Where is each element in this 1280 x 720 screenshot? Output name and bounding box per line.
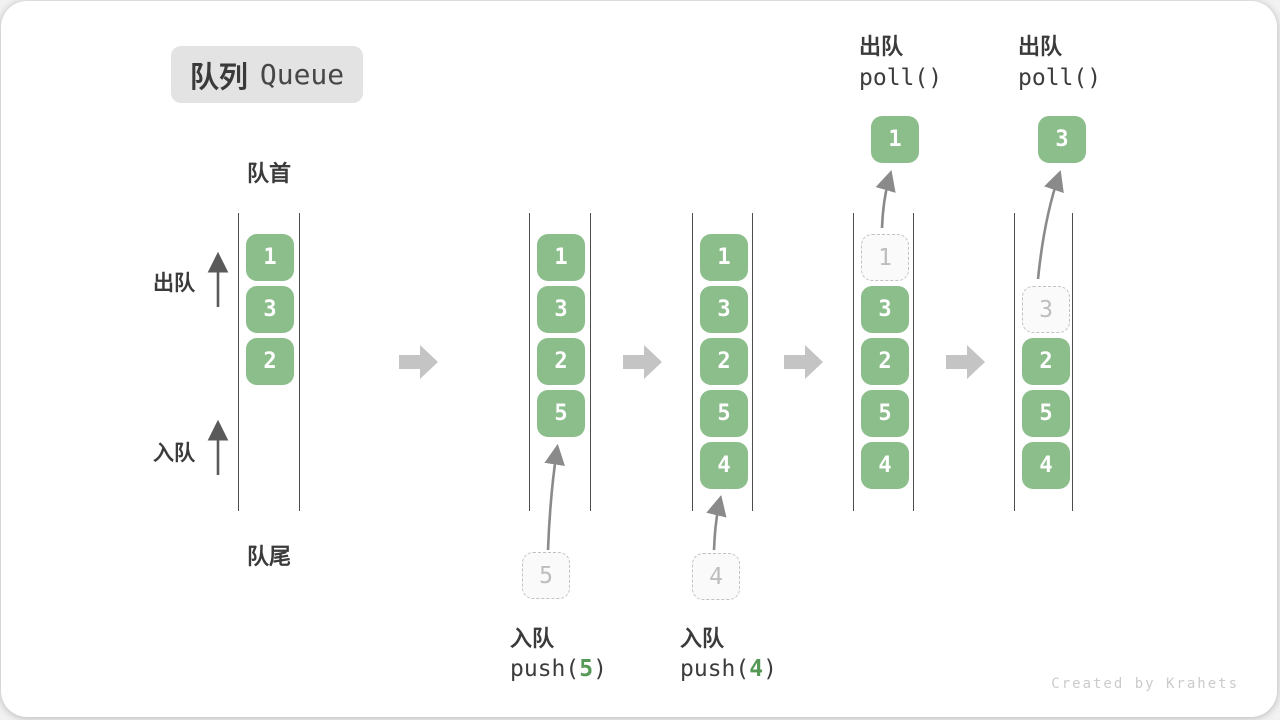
queue-item: 5 (861, 390, 909, 437)
queue-column-4: 1 3 2 5 4 (853, 213, 914, 511)
queue-item-removed: 3 (1022, 286, 1070, 333)
queue-column-5: 3 2 5 4 (1014, 213, 1073, 511)
incoming-item: 4 (692, 553, 740, 600)
queue-item-removed: 1 (861, 234, 909, 281)
enqueue-side-label: 入队 (153, 442, 195, 465)
step-arrow-icon (399, 345, 438, 379)
queue-front-label: 队首 (246, 161, 291, 186)
queue-item: 4 (1022, 442, 1070, 489)
queue-item: 4 (700, 442, 748, 489)
dequeue-op-code: poll() (859, 65, 943, 91)
code-suffix: ) (593, 656, 607, 682)
dequeue-op-code: poll() (1018, 65, 1102, 91)
step-arrow-icon (784, 345, 823, 379)
code-prefix: push( (680, 656, 750, 682)
enqueue-op-code: push(4) (680, 656, 777, 682)
code-arg: 5 (579, 656, 594, 682)
dequeue-side-label: 出队 (153, 272, 195, 295)
enqueue-op-code: push(5) (510, 656, 607, 682)
incoming-item: 5 (522, 552, 570, 599)
queue-rear-label: 队尾 (246, 544, 291, 569)
queue-item: 2 (861, 338, 909, 385)
queue-item: 3 (861, 286, 909, 333)
queue-item: 4 (861, 442, 909, 489)
queue-column-3: 1 3 2 5 4 (692, 213, 753, 511)
queue-item: 1 (700, 234, 748, 281)
queue-column-2: 1 3 2 5 (529, 213, 591, 511)
queue-item: 3 (700, 286, 748, 333)
dequeue-op-label: 出队 (859, 34, 904, 59)
code-suffix: ) (763, 656, 777, 682)
step-arrow-icon (946, 345, 985, 379)
dequeue-op-label: 出队 (1018, 34, 1063, 59)
popped-item: 1 (871, 116, 919, 163)
watermark: Created by Krahets (1051, 676, 1239, 692)
queue-item: 1 (537, 234, 585, 281)
enqueue-op-label: 入队 (680, 626, 725, 651)
code-arg: 4 (749, 656, 764, 682)
queue-item: 5 (537, 390, 585, 437)
title-zh: 队列 (189, 61, 248, 94)
enqueue-op-label: 入队 (510, 626, 555, 651)
queue-column-1: 1 3 2 (238, 213, 300, 511)
title-en: Queue (259, 58, 345, 91)
queue-item: 1 (246, 234, 294, 281)
queue-item: 2 (537, 338, 585, 385)
step-arrow-icon (623, 345, 662, 379)
queue-item: 2 (700, 338, 748, 385)
queue-item: 2 (246, 338, 294, 385)
queue-item: 2 (1022, 338, 1070, 385)
queue-item: 3 (537, 286, 585, 333)
queue-item: 5 (1022, 390, 1070, 437)
title-badge: 队列 Queue (171, 46, 363, 103)
code-prefix: push( (510, 656, 580, 682)
queue-item: 5 (700, 390, 748, 437)
popped-item: 3 (1038, 116, 1086, 163)
queue-item: 3 (246, 286, 294, 333)
